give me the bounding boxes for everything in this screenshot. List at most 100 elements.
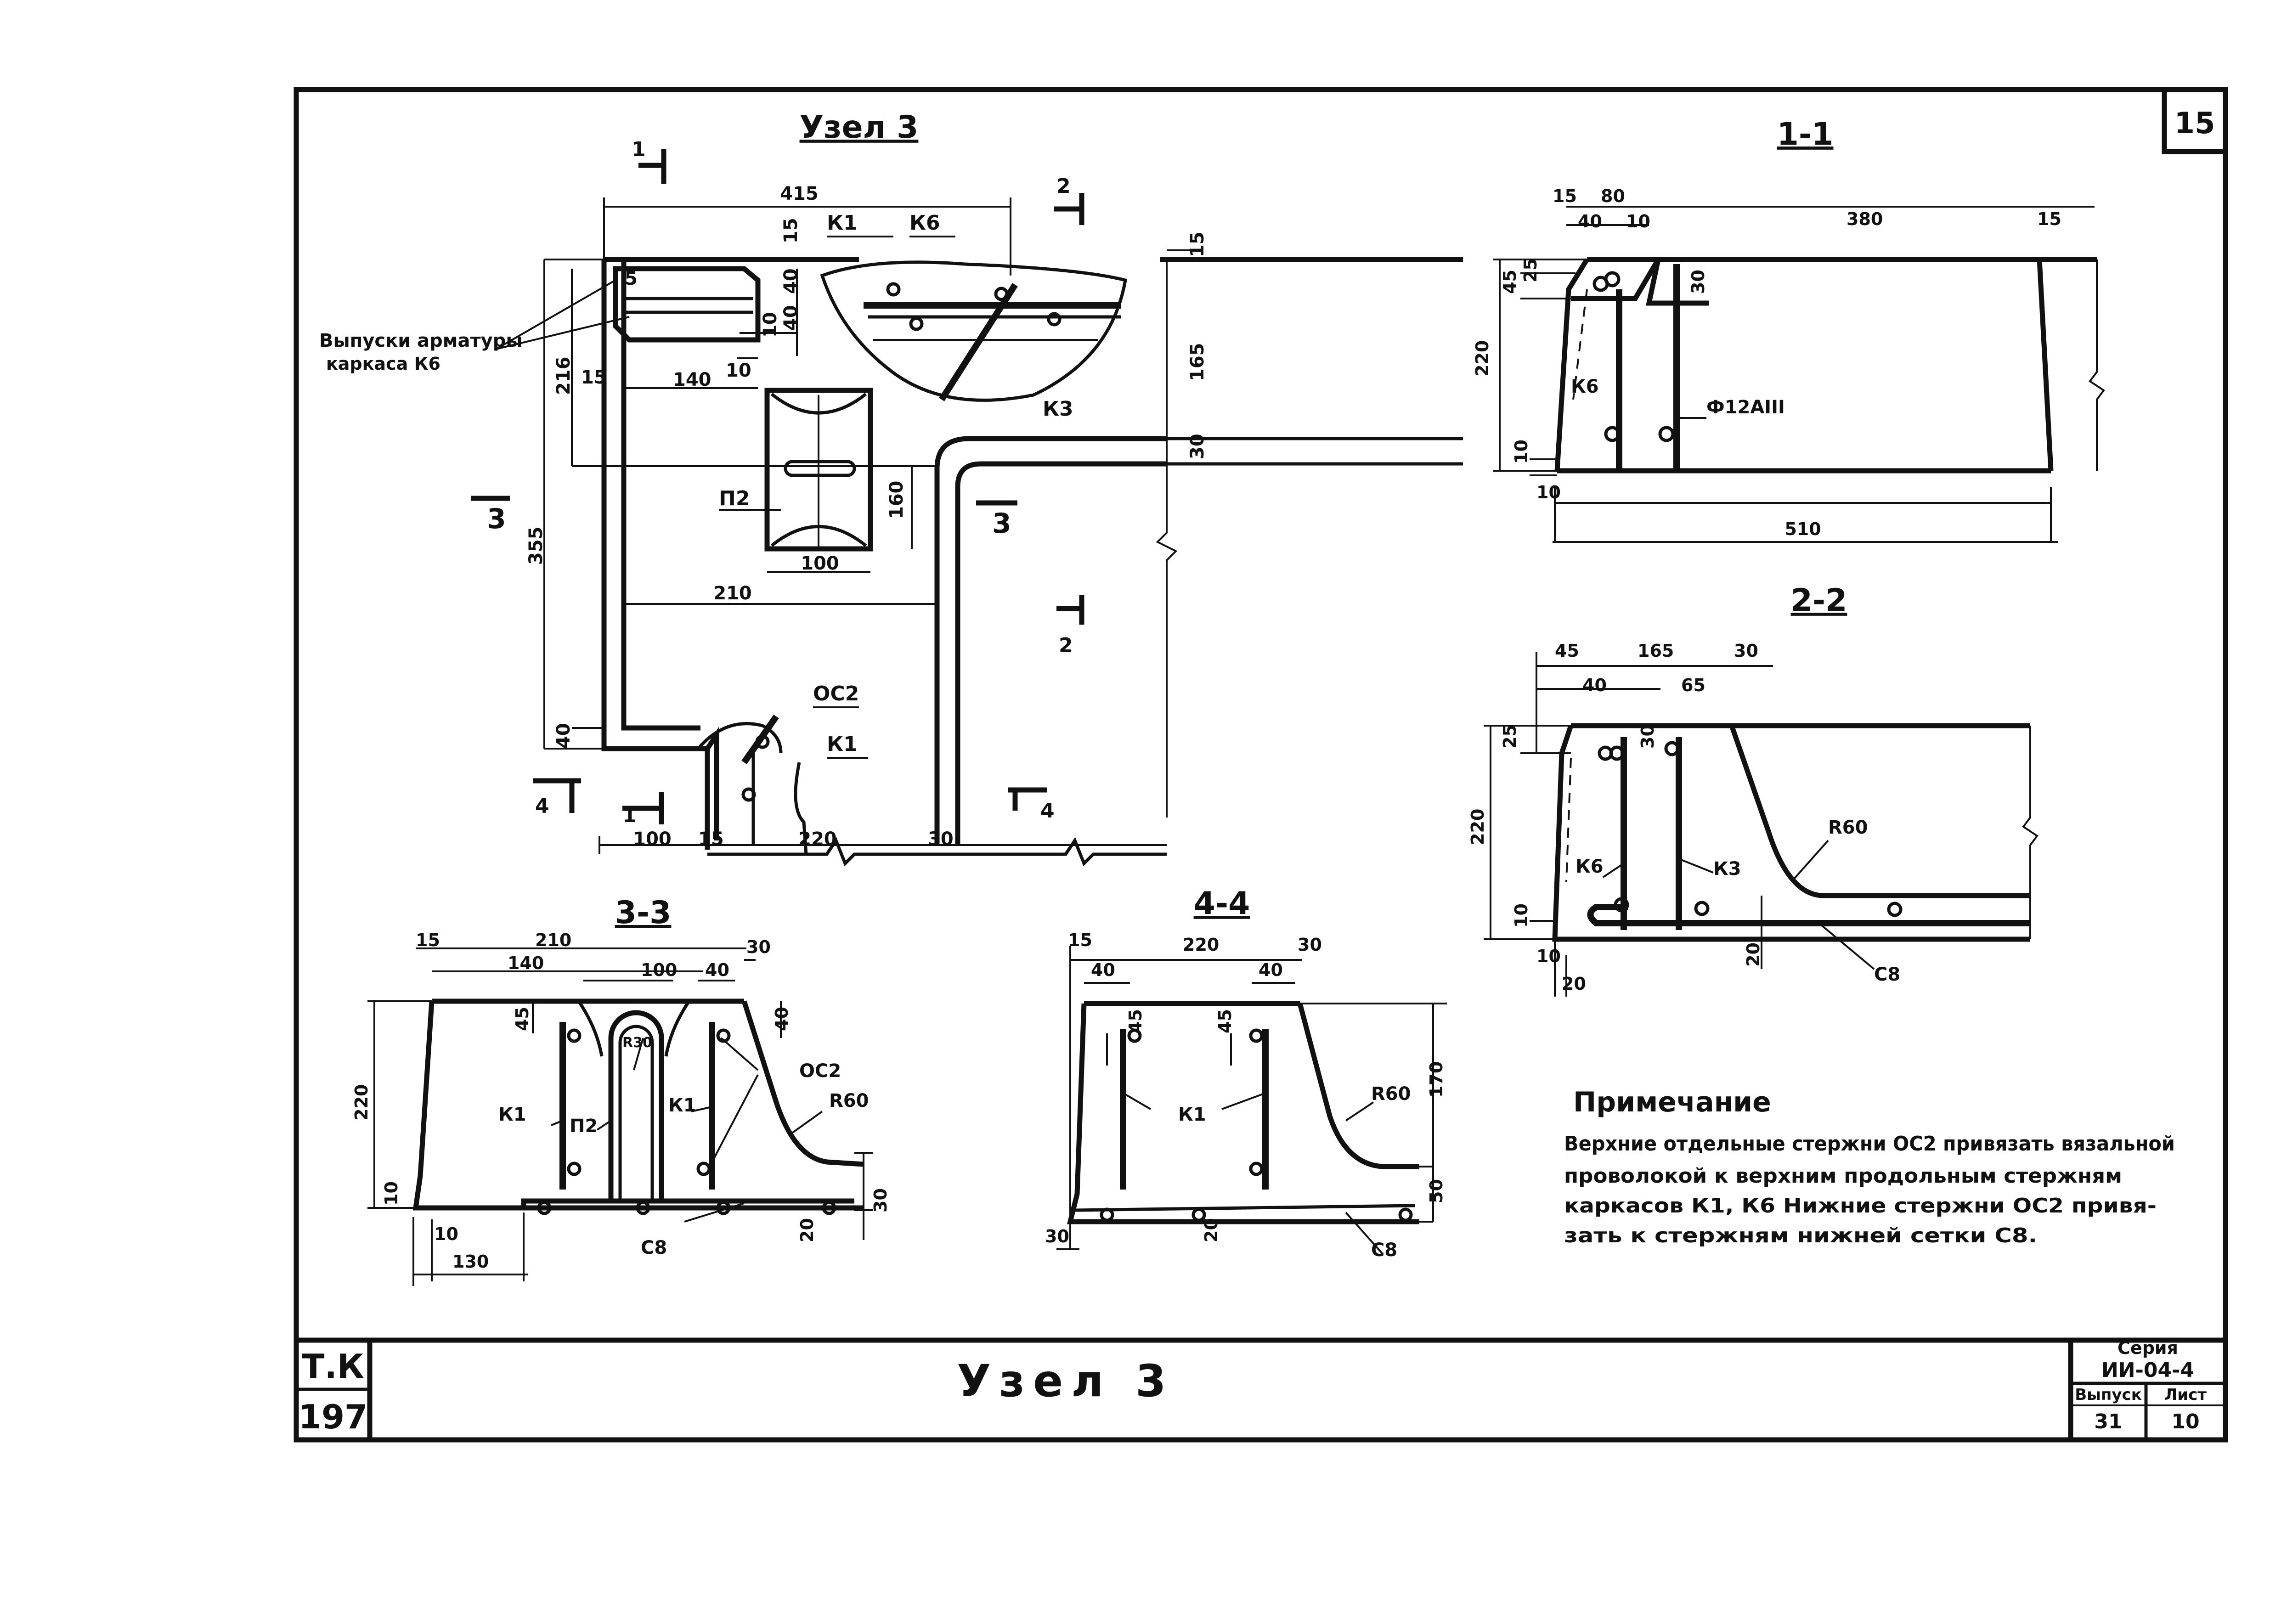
dim: 10 xyxy=(726,360,751,381)
main-view xyxy=(471,149,1463,867)
dim: 30 xyxy=(928,829,954,850)
s22-dims: 45 165 30 40 65 25 30 220 10 10 20 20 xyxy=(1468,641,1763,994)
label-r60: R60 xyxy=(1371,1083,1411,1105)
dim: 380 xyxy=(1847,209,1883,229)
dim: 40 xyxy=(705,960,729,980)
section-1-1 xyxy=(1493,206,2105,543)
dim: 80 xyxy=(1601,186,1625,206)
dim: 140 xyxy=(673,369,712,390)
label-k3: К3 xyxy=(1713,858,1741,880)
code-bottom: 197 xyxy=(299,1398,367,1436)
section-1-1-title: 1-1 xyxy=(1777,116,1834,152)
dim: 15 xyxy=(2037,209,2061,229)
dim: 20 xyxy=(1743,942,1763,967)
s33-labels: К1 П2 К1 ОС2 R60 R30 С8 xyxy=(498,1035,869,1258)
label-c8: С8 xyxy=(1874,964,1900,985)
series-value: ИИ-04-4 xyxy=(2101,1359,2194,1382)
dim: 15 xyxy=(416,930,440,950)
label-k6: К6 xyxy=(1575,856,1604,877)
section-mark: 3 xyxy=(992,508,1011,540)
s44-labels: К1 R60 С8 xyxy=(1178,1083,1411,1261)
section-mark: 1 xyxy=(632,138,646,161)
dim: 30 xyxy=(1638,724,1658,749)
dim: 10 xyxy=(1536,482,1561,502)
label-r60: R60 xyxy=(1828,817,1868,838)
main-callout: Выпуски арматуры xyxy=(319,330,523,351)
dim: 220 xyxy=(1472,340,1492,377)
note-line: каркасов К1, К6 Нижние стержни ОС2 привя… xyxy=(1564,1194,2157,1218)
sheet-label: Лист xyxy=(2164,1386,2207,1404)
code-top: Т.К xyxy=(302,1347,364,1386)
dim: 10 xyxy=(1511,903,1531,928)
label-k1: К1 xyxy=(827,211,858,235)
section-4-4-title: 4-4 xyxy=(1194,885,1250,922)
issue-label: Выпуск xyxy=(2075,1386,2142,1404)
section-3-3 xyxy=(367,947,873,1286)
dim: 20 xyxy=(1201,1218,1221,1242)
dim: 10 xyxy=(381,1181,401,1206)
main-labels: К1 К6 К3 П2 ОС2 К1 xyxy=(719,211,1073,756)
dim: 65 xyxy=(1681,675,1705,695)
section-mark: 4 xyxy=(1040,799,1055,823)
dim: 130 xyxy=(452,1252,489,1272)
dim: 355 xyxy=(525,527,547,565)
section-mark: 2 xyxy=(1056,175,1071,198)
dim: 20 xyxy=(1562,974,1586,994)
section-2-2 xyxy=(1484,652,2039,997)
dim: 165 xyxy=(1638,641,1674,661)
dim: 45 xyxy=(1555,641,1579,661)
dim: 30 xyxy=(1298,935,1322,955)
dim: 210 xyxy=(713,583,752,604)
dim: 20 xyxy=(797,1218,817,1242)
dim: 220 xyxy=(1183,935,1219,955)
issue-value: 31 xyxy=(2094,1410,2122,1433)
dim: 10 xyxy=(1536,946,1561,966)
label-k3: К3 xyxy=(1043,397,1073,421)
label-c8: С8 xyxy=(641,1237,667,1258)
dim: 30 xyxy=(1734,641,1758,661)
label-k1: К1 xyxy=(1178,1104,1206,1125)
dim: 45 xyxy=(512,1007,532,1031)
sheet-value: 10 xyxy=(2171,1410,2199,1433)
dim: 220 xyxy=(1468,809,1488,845)
dim: 15 xyxy=(1068,930,1092,950)
section-mark: 1 xyxy=(622,804,637,827)
dim: 220 xyxy=(351,1084,372,1121)
dim: 10 xyxy=(1626,211,1650,231)
main-callout2: каркаса К6 xyxy=(326,354,440,374)
dim: 140 xyxy=(508,953,544,973)
dim: 30 xyxy=(1045,1226,1069,1246)
dim: 100 xyxy=(801,553,839,574)
dim: 15 xyxy=(581,367,607,388)
dim: 100 xyxy=(633,829,672,850)
main-dims: 415 15 40 40 10 10 165 5 216 15 140 30 1… xyxy=(525,183,1208,850)
label-oc2: ОС2 xyxy=(813,682,859,705)
dim: 50 xyxy=(1426,1179,1446,1203)
section-2-2-title: 2-2 xyxy=(1791,582,1847,619)
frame xyxy=(294,87,2228,1443)
dim: 45 xyxy=(1125,1009,1146,1033)
dim: 30 xyxy=(870,1188,891,1212)
section-mark: 2 xyxy=(1059,634,1073,657)
dim: 220 xyxy=(798,829,837,850)
dim: 45 xyxy=(1215,1009,1235,1033)
s11-dims: 15 80 40 10 380 15 45 25 30 220 10 10 51… xyxy=(1472,186,2061,539)
section-4-4 xyxy=(1056,946,1447,1255)
dim: 15 xyxy=(780,218,802,243)
dim: 15 xyxy=(1553,186,1577,206)
dim: 15 xyxy=(1187,231,1208,257)
dim: 40 xyxy=(553,723,574,749)
label-c8: С8 xyxy=(1371,1240,1397,1261)
label-oc2: ОС2 xyxy=(799,1060,841,1082)
dim: 210 xyxy=(535,930,571,950)
series-label: Серия xyxy=(2118,1338,2178,1358)
dim: 40 xyxy=(1091,960,1115,980)
section-3-3-title: 3-3 xyxy=(615,895,672,931)
dim: 25 xyxy=(1500,724,1520,749)
dim: 40 xyxy=(772,1007,792,1031)
dim: 5 xyxy=(625,268,638,289)
dim: 40 xyxy=(1578,211,1602,231)
note-line: Верхние отдельные стержни ОС2 привязать … xyxy=(1564,1132,2175,1156)
